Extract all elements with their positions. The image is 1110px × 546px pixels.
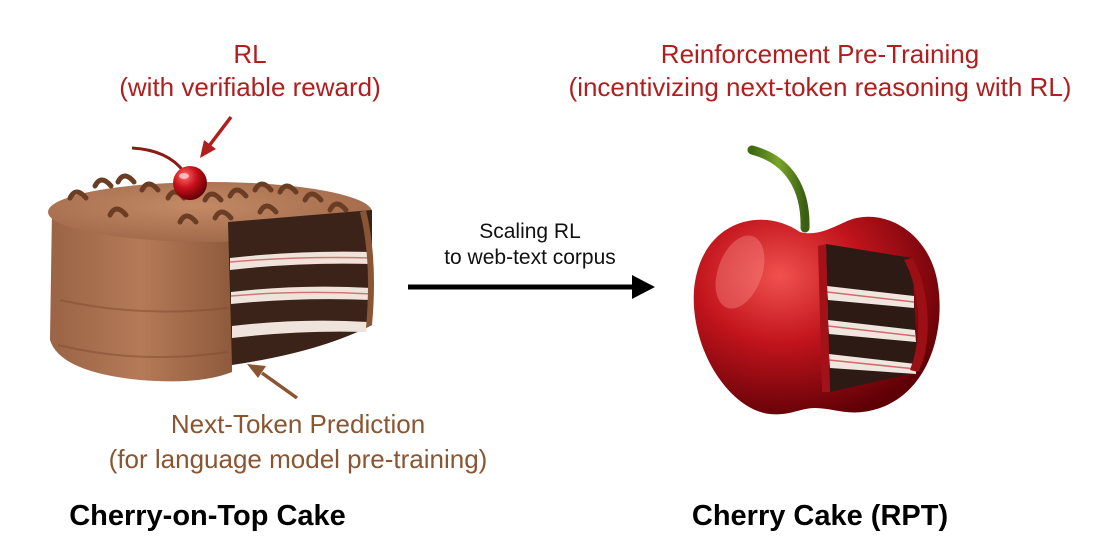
rl-label-line1: RL [233,39,267,69]
ntp-label: Next-Token Prediction (for language mode… [48,407,548,477]
ntp-label-line2: (for language model pre-training) [108,444,488,474]
rpt-label-line2: (incentivizing next-token reasoning with… [568,72,1072,102]
rpt-label-line1: Reinforcement Pre-Training [660,39,980,69]
rl-pointer-arrow [200,115,233,158]
chocolate-cake-illustration [48,146,374,382]
rl-label-line2: (with verifiable reward) [119,72,381,102]
scaling-label-line1: Scaling RL [479,220,581,243]
right-caption: Cherry Cake (RPT) [691,500,949,532]
ntp-pointer-arrow [247,364,299,400]
scaling-arrow [408,275,655,299]
rpt-label: Reinforcement Pre-Training (incentivizin… [540,38,1100,104]
cherry-cake-illustration [693,145,940,415]
rl-label: RL (with verifiable reward) [0,38,500,104]
ntp-label-line1: Next-Token Prediction [170,409,426,439]
scaling-label-line2: to web-text corpus [444,246,616,269]
cherry-icon [173,166,207,200]
stem-icon [747,145,810,233]
scaling-label: Scaling RL to web-text corpus [380,219,680,271]
left-caption: Cherry-on-Top Cake [69,500,346,532]
